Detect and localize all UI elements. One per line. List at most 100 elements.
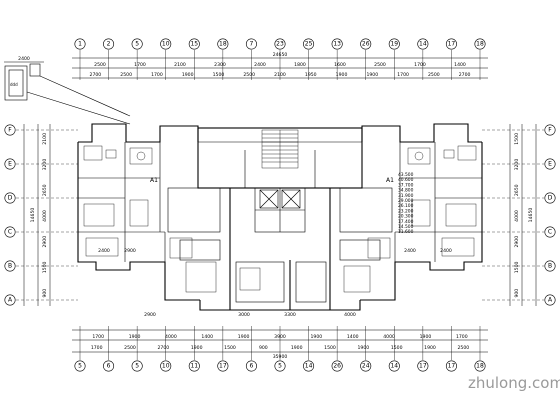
bottom-dimension: 900 — [259, 345, 268, 351]
elevation-value: 37.700 — [398, 182, 414, 188]
bottom-dimension: 1900 — [357, 345, 369, 351]
right-dimension: 4000 — [514, 210, 520, 222]
left-axis-bubble-circle — [4, 192, 16, 204]
inner-dimension: 2900 — [144, 312, 156, 318]
top-dimension: 2500 — [94, 62, 106, 68]
left-axis-bubble-circle — [4, 260, 16, 272]
stair — [261, 129, 299, 169]
top-axis-bubble-circle — [103, 38, 115, 50]
top-axis-bubble-label: 19 — [390, 41, 398, 48]
left-dimension: 1500 — [42, 262, 48, 274]
top-dimension: 2400 — [254, 62, 266, 68]
right-axis-bubble-circle — [544, 124, 556, 136]
bottom-dimension: 1400 — [201, 334, 213, 340]
elevation-value: 26.100 — [398, 203, 414, 209]
side-dimension-lines — [23, 124, 537, 306]
bottom-axis-bubble-label: 10 — [162, 363, 170, 370]
elevation-value: 14.500 — [398, 224, 414, 230]
top-axis-bubble-circle — [74, 38, 86, 50]
top-dimension: 2500 — [243, 72, 255, 78]
top-axis-bubble-circle — [160, 38, 172, 50]
left-dimension: 2650 — [42, 184, 48, 196]
top-axis-bubble: 19 — [388, 38, 400, 50]
top-dimension: 2500 — [428, 72, 440, 78]
top-axis-bubble: 5 — [131, 38, 143, 50]
top-axis-bubble-label: 18 — [476, 41, 484, 48]
bottom-axis-bubble-label: 5 — [78, 363, 82, 370]
bottom-axis-bubble: 10 — [160, 360, 172, 372]
bottom-axis-bubble: 6 — [245, 360, 257, 372]
right-dimension: 900 — [514, 289, 520, 298]
right-axis-bubble-label: D — [548, 195, 553, 202]
top-axis-bubble: 2 — [103, 38, 115, 50]
bottom-axis-bubble-label: 17 — [448, 363, 456, 370]
top-dimension: 1900 — [366, 72, 378, 78]
bottom-axis-bubble-label: 6 — [107, 363, 111, 370]
top-dimension: 2700 — [459, 72, 471, 78]
left-dimension: 4000 — [42, 210, 48, 222]
right-axis-bubble: C — [544, 226, 556, 238]
elevation-value: 23.200 — [398, 208, 414, 214]
bottom-axis-bubble-label: 5 — [135, 363, 139, 370]
right-axis-bubble-label: C — [548, 229, 552, 236]
right-dimension: 2650 — [514, 184, 520, 196]
right-axis-bubble-circle — [544, 294, 556, 306]
right-axis-bubble-circle — [544, 158, 556, 170]
right-axis-bubble-circle — [544, 226, 556, 238]
bottom-axis-bubble: 5 — [74, 360, 86, 372]
bottom-dimension: 4000 — [383, 334, 395, 340]
right-total-dimension: 14650 — [528, 208, 534, 223]
bottom-axis-bubble-circle — [160, 360, 172, 372]
right-dimension: 1500 — [514, 133, 520, 145]
left-axis-bubble: F — [4, 124, 16, 136]
bottom-total-dimension: 35900 — [273, 354, 288, 360]
left-dimension: 2900 — [42, 236, 48, 248]
elevation-value: 34.800 — [398, 188, 414, 194]
left-axis-bubble-label: D — [8, 195, 13, 202]
right-axis-bubble: D — [544, 192, 556, 204]
top-dimension: 1700 — [134, 62, 146, 68]
right-dimension: 1500 — [514, 262, 520, 274]
bottom-axis-bubble-circle — [74, 360, 86, 372]
bottom-axis-bubble-circle — [474, 360, 486, 372]
top-dimension: 1700 — [151, 72, 163, 78]
top-axis-bubble-circle — [417, 38, 429, 50]
left-axis-bubble: D — [4, 192, 16, 204]
bottom-axis-bubble-circle — [388, 360, 400, 372]
left-dimension: 2100 — [42, 133, 48, 145]
top-axis-bubble: 26 — [360, 38, 372, 50]
left-axis-bubble: A — [4, 294, 16, 306]
top-axis-bubble-label: 2 — [107, 41, 111, 48]
right-axis-bubble-circle — [544, 260, 556, 272]
top-dimension: 1800 — [294, 62, 306, 68]
inner-dimension: 3300 — [284, 312, 296, 318]
bottom-axis-bubble-label: 5 — [278, 363, 282, 370]
bottom-axis-bubble-circle — [188, 360, 200, 372]
top-axis-bubble: 10 — [160, 38, 172, 50]
inner-dimension: 3000 — [238, 312, 250, 318]
top-dimension: 2300 — [214, 62, 226, 68]
right-axis-bubble-label: A — [548, 297, 553, 304]
watermark: zhulong.com — [468, 374, 560, 392]
top-axis-bubble: 25 — [303, 38, 315, 50]
top-axis-bubble-label: 13 — [333, 41, 341, 48]
bottom-axis-bubble-circle — [360, 360, 372, 372]
top-axis-bubble-label: 5 — [135, 41, 139, 48]
top-dimension: 1600 — [334, 62, 346, 68]
inner-dimension: 2400 — [98, 248, 110, 254]
bottom-dimension-lines — [72, 329, 488, 353]
top-dimension: 1900 — [182, 72, 194, 78]
bottom-axis-bubble-circle — [103, 360, 115, 372]
right-axis-bubble: E — [544, 158, 556, 170]
top-axis-bubble-circle — [245, 38, 257, 50]
bottom-axis-bubble-circle — [417, 360, 429, 372]
top-axis-bubble: 17 — [445, 38, 457, 50]
right-axis-bubble-label: E — [548, 161, 552, 168]
bottom-axis-bubble-label: 18 — [476, 363, 484, 370]
top-axis-bubble-circle — [188, 38, 200, 50]
bottom-axis-bubble-circle — [445, 360, 457, 372]
